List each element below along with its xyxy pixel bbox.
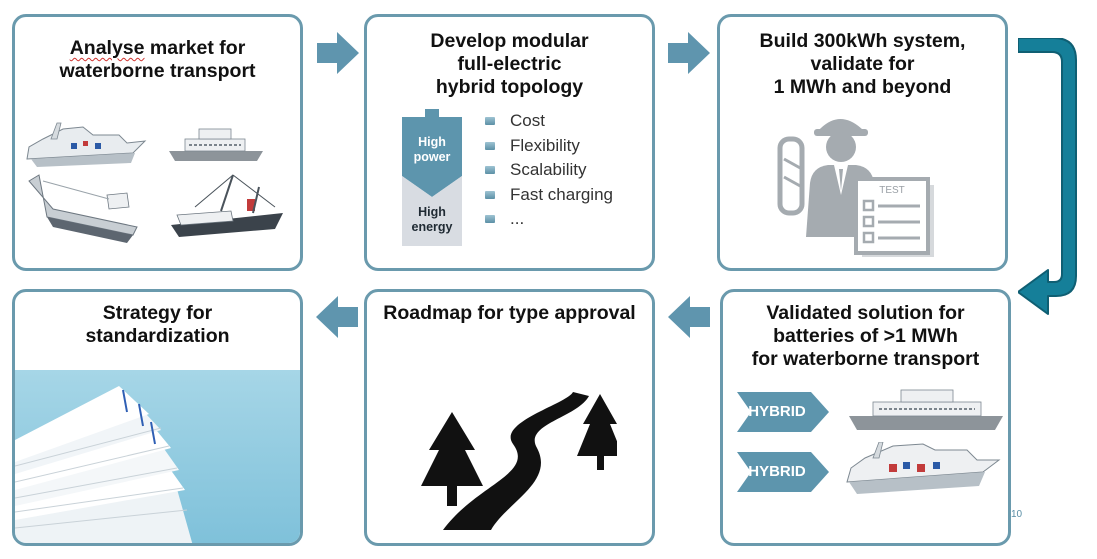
blueprint-roll-icon [777,136,805,216]
flow-arrow-right-1 [317,32,359,74]
step-develop-topology-title: Develop modular full-electric hybrid top… [430,30,589,98]
ferry-icon [849,389,1003,430]
criteria-list: Cost Flexibility Scalability Fast chargi… [485,109,613,232]
winding-road [443,392,589,530]
step-build-system-title: Build 300kWh system, validate for 1 MWh … [759,30,966,98]
step-analyse-market-title: Analyse market for waterborne transport [59,37,256,82]
bullet-icon [485,166,495,175]
flow-arrow-left-1 [668,296,710,338]
offshore-vessel-icon [26,122,147,167]
step-roadmap: Roadmap for type approval [364,289,655,546]
step-develop-topology: Develop modular full-electric hybrid top… [364,14,655,271]
documents-icon [15,386,193,543]
battery-energy-label: High energy [411,205,453,234]
engineer-icon: TEST [777,119,934,257]
step-standardization: Strategy for standardization [12,289,303,546]
bullet-icon [485,141,495,150]
flow-arrow-right-2 [668,32,710,74]
offshore-vessel-icon [846,442,1001,494]
bullet-icon [485,117,495,126]
test-sheet-label: TEST [879,185,905,196]
cargo-ship-icon [28,174,138,243]
fishing-vessel-icon [171,174,283,237]
ferry-icon [169,128,263,161]
step-validated-solution: Validated solution for batteries of >1 M… [720,289,1011,546]
documents-photo [15,370,300,543]
list-item: Flexibility [485,134,613,159]
loop-arrow-down [1018,38,1077,315]
list-item: Cost [485,109,613,134]
step-roadmap-title: Roadmap for type approval [383,302,636,324]
battery-icon: High power High energy [402,109,462,246]
step-build-system: Build 300kWh system, validate for 1 MWh … [717,14,1008,271]
ships-icon [26,122,283,243]
hybrid-badge-2: HYBRID [737,452,829,492]
list-item: ... [485,207,613,232]
road-icon [421,392,617,530]
step-standardization-title: Strategy for standardization [85,302,230,347]
battery-power-label: High power [413,135,451,164]
hybrid-badge-1: HYBRID [737,392,829,432]
step-analyse-market: Analyse market for waterborne transport [12,14,303,271]
title-word-analyse: Analyse [69,37,145,59]
list-item: Fast charging [485,183,613,208]
bullet-icon [485,190,495,199]
bullet-icon [485,215,495,224]
tree-icon [577,394,617,470]
step-validated-solution-title: Validated solution for batteries of >1 M… [751,302,980,370]
flow-arrow-left-2 [316,296,358,338]
list-item: Scalability [485,158,613,183]
tree-icon [421,412,483,506]
page-number: 10 [1011,509,1023,520]
